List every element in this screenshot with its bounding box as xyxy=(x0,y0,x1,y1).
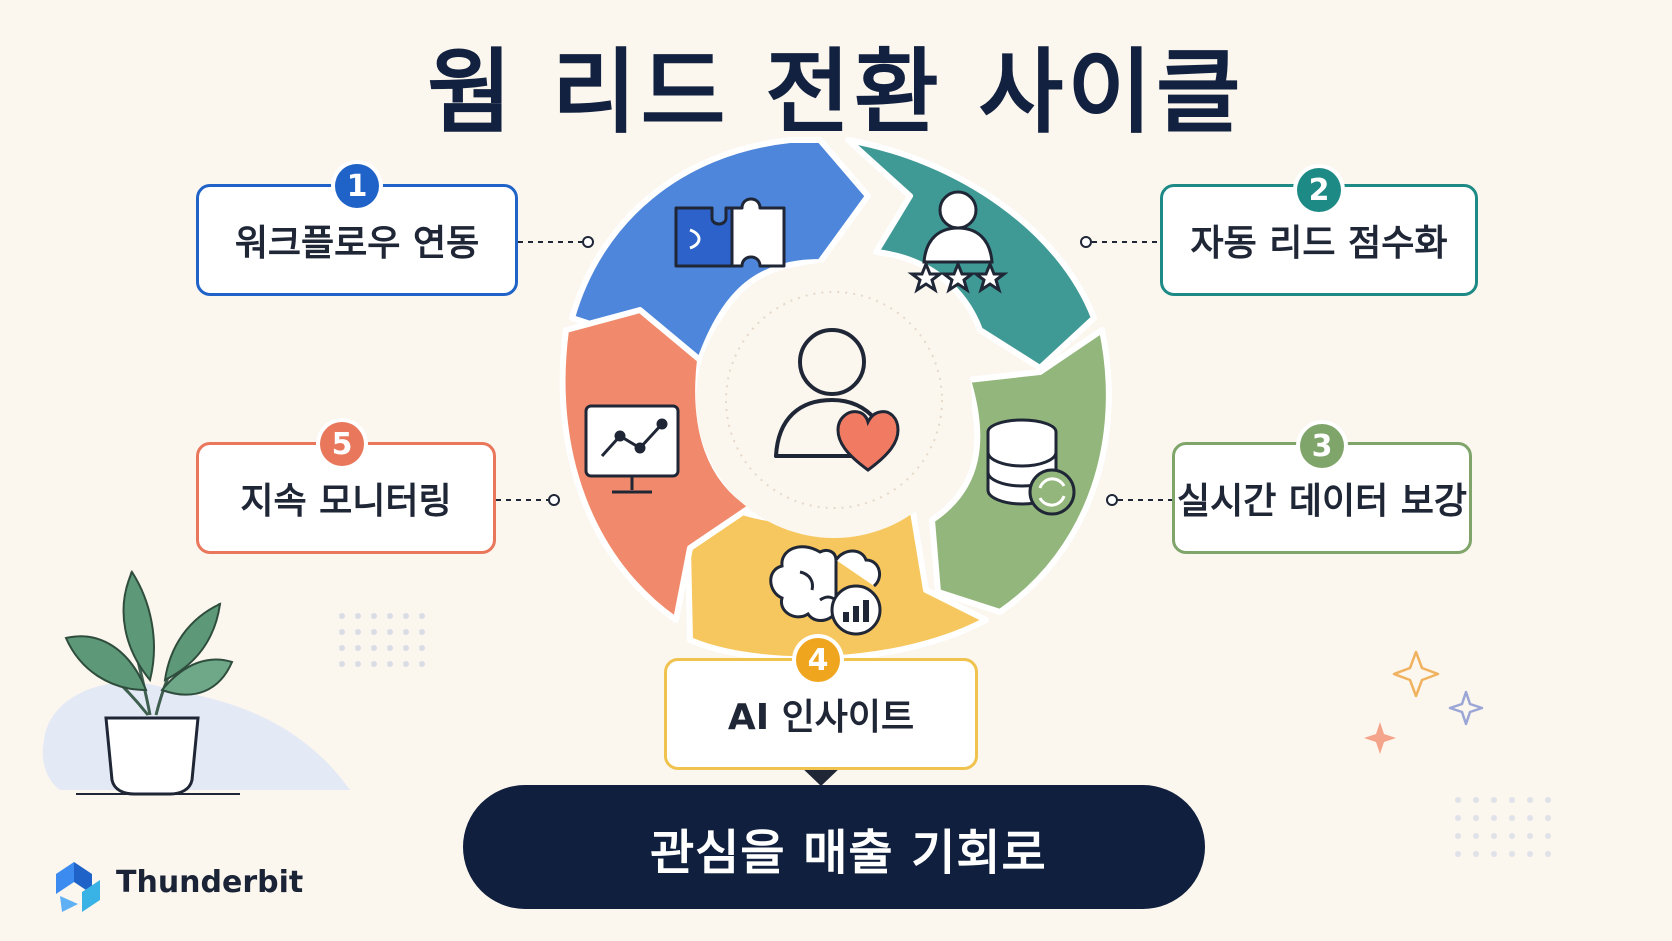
step-5-badge: 5 xyxy=(320,422,364,466)
step-5-label: 지속 모니터링 xyxy=(240,481,452,522)
plant-illustration xyxy=(42,569,350,796)
page-title: 웜 리드 전환 사이클 xyxy=(427,39,1245,146)
goal-banner xyxy=(463,785,1205,909)
monitor-chart-icon xyxy=(584,404,680,494)
step-1-box: 워크플로우 연동 xyxy=(196,184,518,296)
decor-dots-left xyxy=(339,613,425,667)
decor-dots-right xyxy=(1455,797,1551,857)
rated-user-icon xyxy=(907,190,1009,294)
step-1-badge: 1 xyxy=(335,164,379,208)
thunderbit-logo-icon xyxy=(56,862,100,912)
step-2-badge: 2 xyxy=(1297,168,1341,212)
sparkle-icon xyxy=(1364,650,1484,754)
puzzle-icon xyxy=(674,197,786,268)
goal-banner-label: 관심을 매출 기회로 xyxy=(650,825,1047,881)
user-heart-icon xyxy=(774,328,900,472)
step-4-label: AI 인사이트 xyxy=(727,697,915,738)
step-3-label: 실시간 데이터 보강 xyxy=(1176,481,1468,522)
step-3-badge: 3 xyxy=(1300,424,1344,468)
database-sync-icon xyxy=(986,418,1076,516)
step-2-label: 자동 리드 점수화 xyxy=(1190,223,1448,264)
brain-chart-icon xyxy=(769,545,882,636)
step-4-badge: 4 xyxy=(796,638,840,682)
brand-name: Thunderbit xyxy=(116,865,304,900)
step-1-label: 워크플로우 연동 xyxy=(234,223,480,264)
connector-lines xyxy=(496,236,1172,506)
